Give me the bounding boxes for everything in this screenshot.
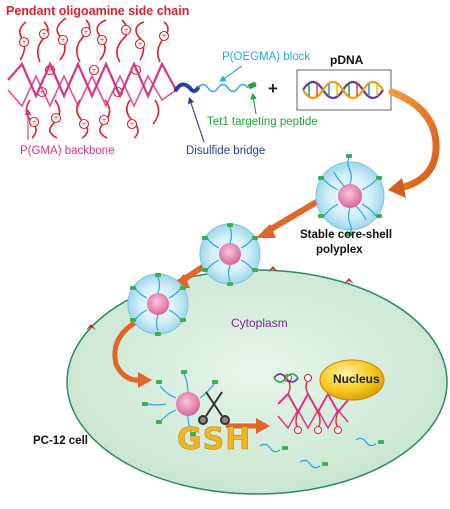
- pc12-cell-body: [66, 269, 448, 495]
- svg-text:+: +: [53, 115, 58, 122]
- arrow-internalization: [112, 319, 145, 383]
- svg-text:+: +: [91, 67, 96, 74]
- tet1-peptide-mark: [248, 81, 257, 89]
- pdna-helix: [302, 80, 384, 100]
- label-nucleus: Nucleus: [333, 372, 380, 386]
- disulfide-link: [174, 82, 200, 93]
- nucleus: [319, 359, 385, 401]
- label-poegma-block: P(OEGMA) block: [222, 51, 311, 63]
- svg-text:+: +: [123, 27, 128, 34]
- svg-text:+: +: [60, 37, 65, 44]
- pointer-tet1: [250, 92, 257, 115]
- pgma-backbone: [7, 61, 177, 99]
- label-stable-polyplex-2: polyplex: [316, 244, 363, 256]
- scissors-icon: [198, 391, 230, 425]
- released-oegma-chains: [259, 437, 377, 469]
- svg-text:+: +: [39, 89, 44, 96]
- svg-text:+: +: [21, 39, 26, 46]
- label-pc12-cell: PC-12 cell: [33, 435, 88, 447]
- label-disulfide-bridge: Disulfide bridge: [186, 145, 266, 157]
- copolymer-structure: +++ +++ +++ +++ +++ +++: [7, 17, 257, 139]
- unpacking-polyplex: [142, 370, 218, 436]
- svg-text:+: +: [137, 41, 142, 48]
- label-pdna: pDNA: [330, 53, 364, 67]
- label-tet1-peptide: Tet1 targeting peptide: [207, 116, 318, 128]
- svg-text:+: +: [161, 33, 166, 40]
- label-pgma-backbone: P(GMA) backbone: [20, 145, 115, 157]
- label-plus: +: [268, 79, 278, 98]
- label-gsh: GSH: [177, 422, 252, 457]
- oegma-chain: [197, 83, 249, 93]
- charge-markers: [18, 24, 170, 130]
- polyplex-at-membrane: [127, 273, 189, 336]
- arrow-polyplex-to-cell-1: [263, 197, 323, 235]
- label-pendant-side-chain: Pendant oligoamine side chain: [6, 4, 190, 18]
- pointer-disulfide: [187, 96, 205, 143]
- pointer-oegma: [219, 65, 243, 82]
- svg-text:+: +: [101, 117, 106, 124]
- svg-text:+: +: [41, 31, 46, 38]
- svg-text:+: +: [47, 67, 52, 74]
- svg-text:+: +: [31, 119, 36, 126]
- polyplex-medium: [199, 223, 261, 286]
- svg-text:+: +: [129, 121, 134, 128]
- label-stable-polyplex-1: Stable core-shell: [300, 229, 393, 241]
- svg-text:+: +: [81, 121, 86, 128]
- label-cytoplasm: Cytoplasm: [231, 316, 288, 330]
- svg-text:+: +: [99, 37, 104, 44]
- arrow-pdna-to-polyplex: [388, 88, 440, 192]
- svg-text:+: +: [83, 29, 88, 36]
- polyplex-large: [315, 154, 385, 236]
